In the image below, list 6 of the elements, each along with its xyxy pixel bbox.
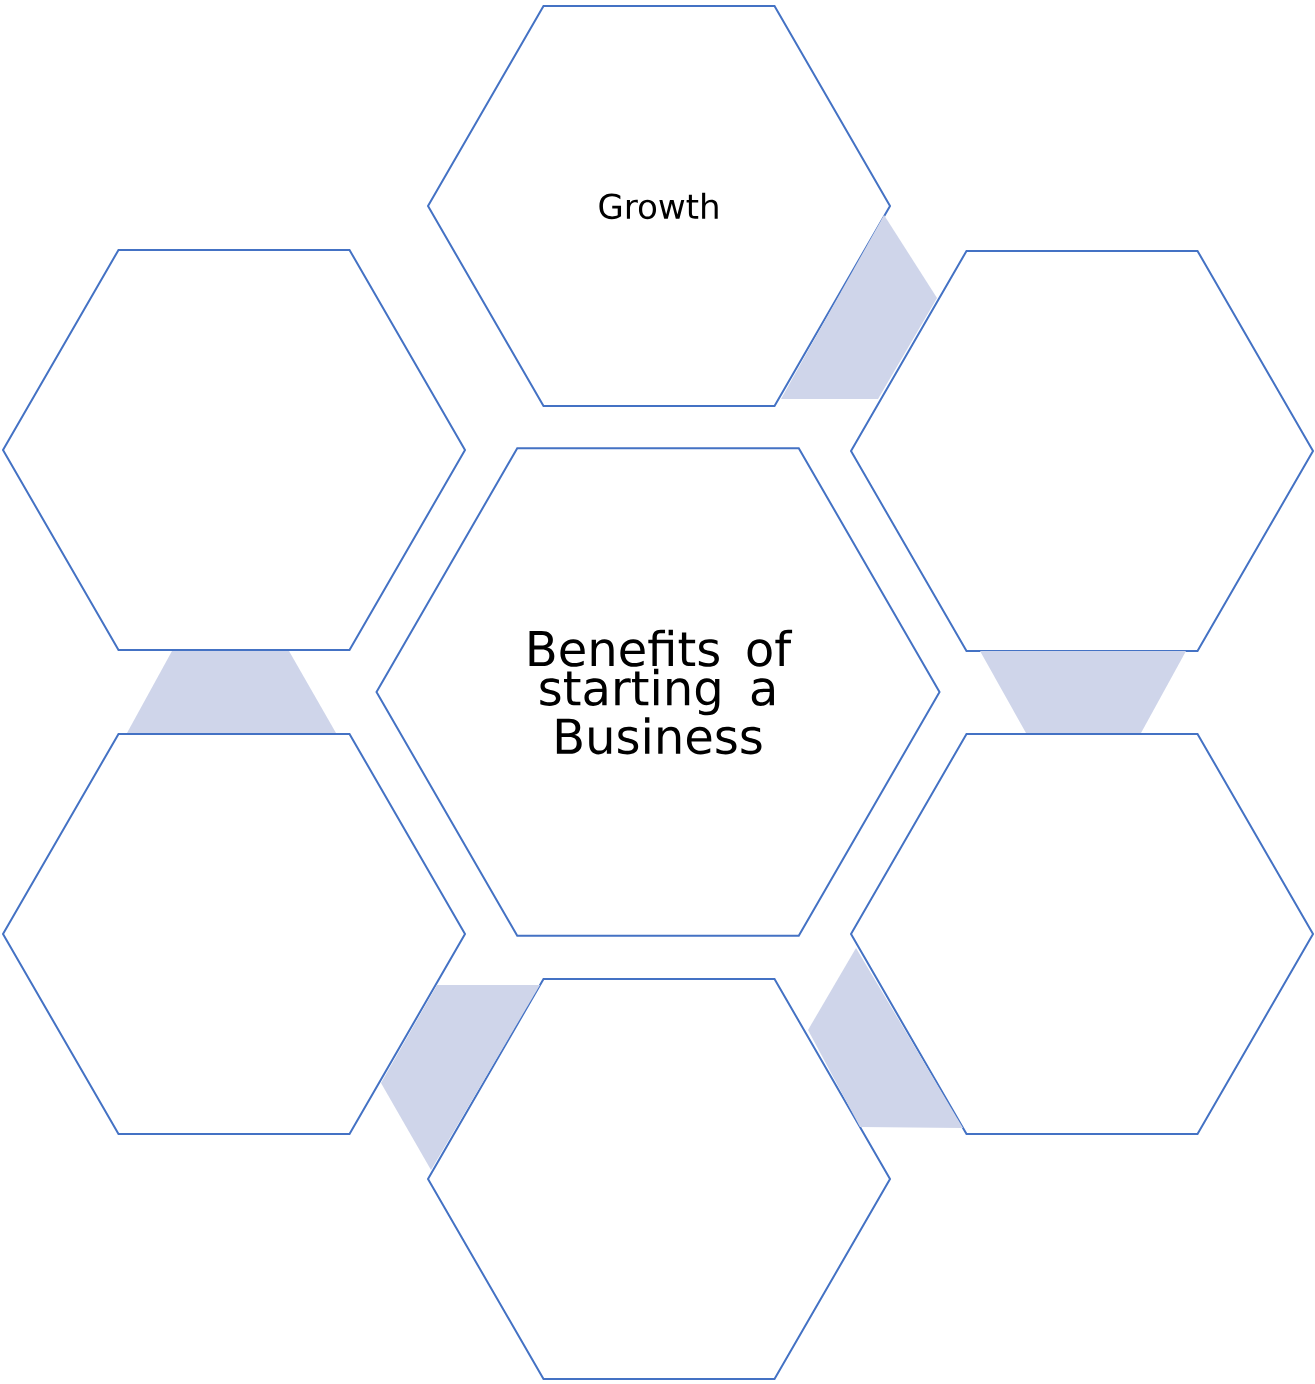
hexagon: Benefits of starting a Business	[375, 447, 941, 937]
connector-band	[980, 651, 1186, 733]
connector-band	[808, 948, 963, 1128]
connector-band	[127, 651, 336, 733]
connector-band	[781, 215, 937, 399]
connector-band	[381, 985, 540, 1170]
